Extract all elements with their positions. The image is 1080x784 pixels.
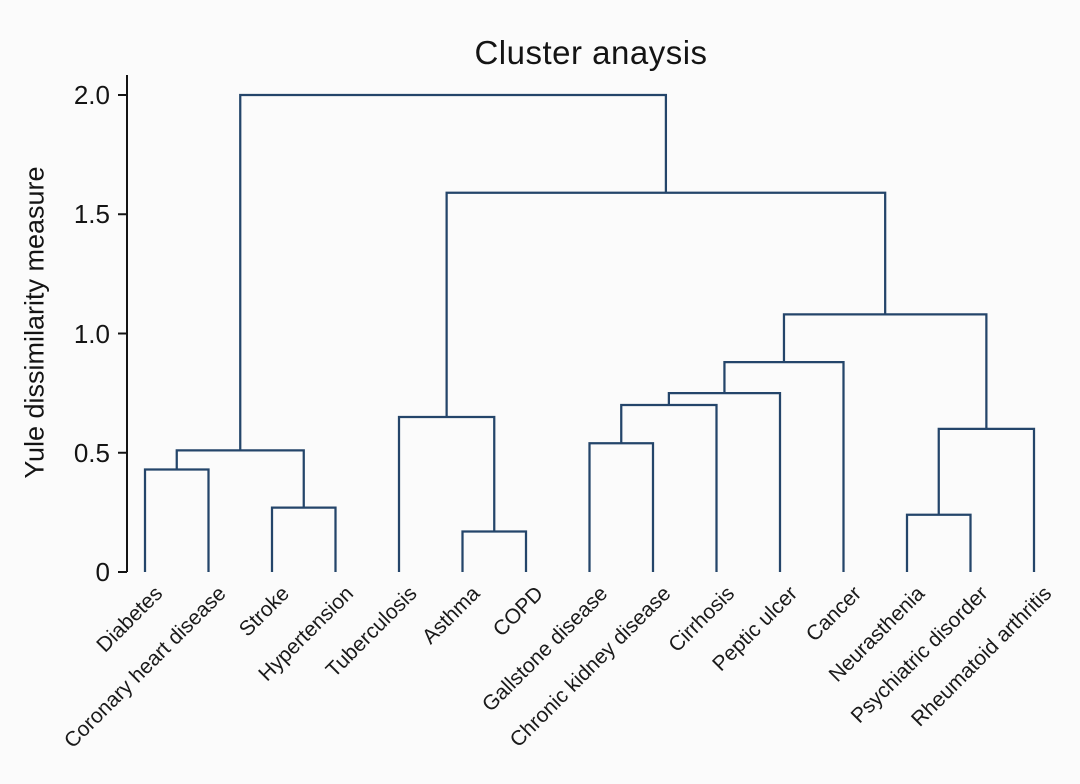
- dendrogram-merge-0: [143, 468, 210, 572]
- dendrogram-merge-9: [905, 513, 972, 572]
- y-tick-label: 2.0: [73, 80, 110, 110]
- y-tick-label: 1.5: [73, 199, 110, 230]
- y-tick-label: 1.0: [73, 318, 110, 349]
- y-tick-label: 0.5: [73, 437, 110, 468]
- dendrogram-merge-4: [397, 415, 496, 572]
- dendrogram-merge-11: [782, 313, 988, 429]
- dendrogram-merge-6: [620, 403, 718, 572]
- dendrogram-merge-2: [175, 449, 305, 508]
- dendrogram-merge-3: [461, 530, 528, 572]
- dendrogram-merge-13: [239, 93, 668, 451]
- dendrogram-merge-10: [937, 427, 1036, 572]
- chart-title: Cluster anaysis: [474, 34, 708, 71]
- dendrogram-merge-12: [445, 191, 887, 417]
- dendrogram-merge-7: [667, 392, 782, 572]
- dendrogram-merge-5: [588, 442, 655, 572]
- y-tick-label: 0: [95, 557, 110, 587]
- dendrogram-merge-1: [270, 506, 337, 572]
